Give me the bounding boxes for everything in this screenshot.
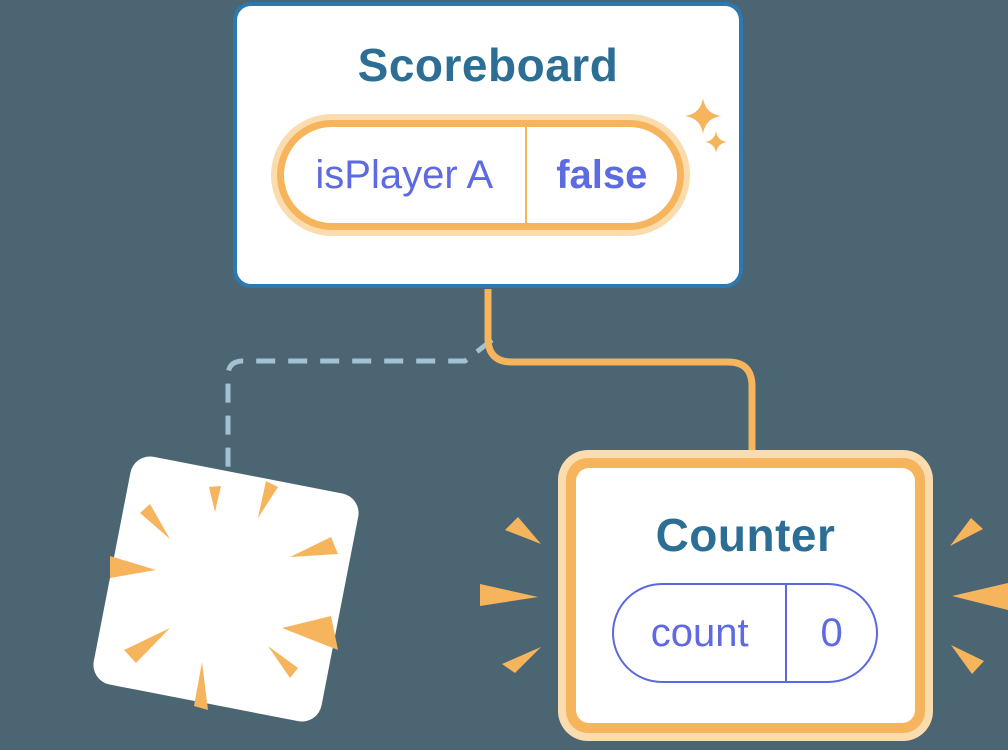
counter-card-ring: Counter count 0 <box>566 458 925 733</box>
counter-title: Counter <box>655 509 836 561</box>
removed-branch-dashed-line <box>225 338 494 500</box>
scoreboard-state-pill-ring: isPlayer A false <box>277 120 684 230</box>
scoreboard-state-pill: isPlayer A false <box>271 114 690 236</box>
counter-state-value: 0 <box>820 610 843 655</box>
destroyed-component-card <box>89 452 363 726</box>
counter-state-pill: count 0 <box>612 583 878 683</box>
active-branch-line <box>484 289 756 456</box>
counter-component-card: Counter count 0 <box>558 450 933 741</box>
counter-state-name: count <box>614 585 788 681</box>
emphasis-marks-left-icon <box>480 517 541 673</box>
scoreboard-title: Scoreboard <box>357 39 619 91</box>
counter-card-body: Counter count 0 <box>576 468 915 723</box>
scoreboard-component-card: Scoreboard isPlayer A false <box>233 2 743 288</box>
scoreboard-state-name: isPlayer A <box>284 127 527 223</box>
scoreboard-state-pill-body: isPlayer A false <box>284 127 677 223</box>
scoreboard-state-value: false <box>556 152 648 197</box>
emphasis-marks-right-icon <box>950 518 1008 674</box>
